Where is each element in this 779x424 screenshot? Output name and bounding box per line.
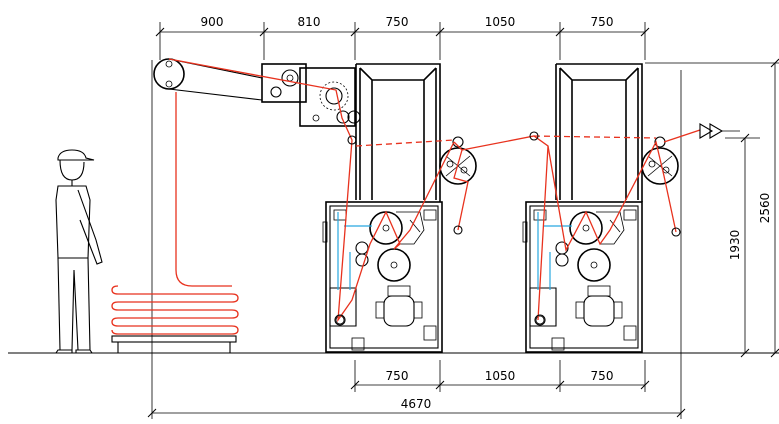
dim-top-3: 750 — [386, 15, 409, 29]
dim-total-width: 4670 — [401, 397, 432, 411]
dim-top-1: 900 — [201, 15, 224, 29]
infeed-roller-unit — [153, 58, 361, 127]
dim-bottom-1: 750 — [386, 369, 409, 383]
dim-height-1930: 1930 — [728, 230, 742, 261]
web-path — [168, 58, 701, 326]
operator-figure — [54, 149, 103, 354]
dim-top-4: 1050 — [485, 15, 516, 29]
machine-frames — [355, 63, 643, 202]
web-pile — [111, 92, 239, 353]
dim-height-2560: 2560 — [758, 193, 772, 224]
dim-bottom-3: 750 — [591, 369, 614, 383]
vertical-dimensions: 1930 2560 — [645, 58, 779, 358]
bottom-dimension-chain: 750 1050 750 4670 — [147, 60, 686, 419]
dim-top-5: 750 — [591, 15, 614, 29]
dim-bottom-2: 1050 — [485, 369, 516, 383]
dim-top-2: 810 — [298, 15, 321, 29]
laminator-unit-1 — [322, 201, 443, 353]
laminator-unit-2 — [522, 201, 643, 353]
web-output-arrow-icon — [699, 123, 740, 139]
top-dimension-chain: 900 810 750 1050 750 — [155, 15, 650, 60]
